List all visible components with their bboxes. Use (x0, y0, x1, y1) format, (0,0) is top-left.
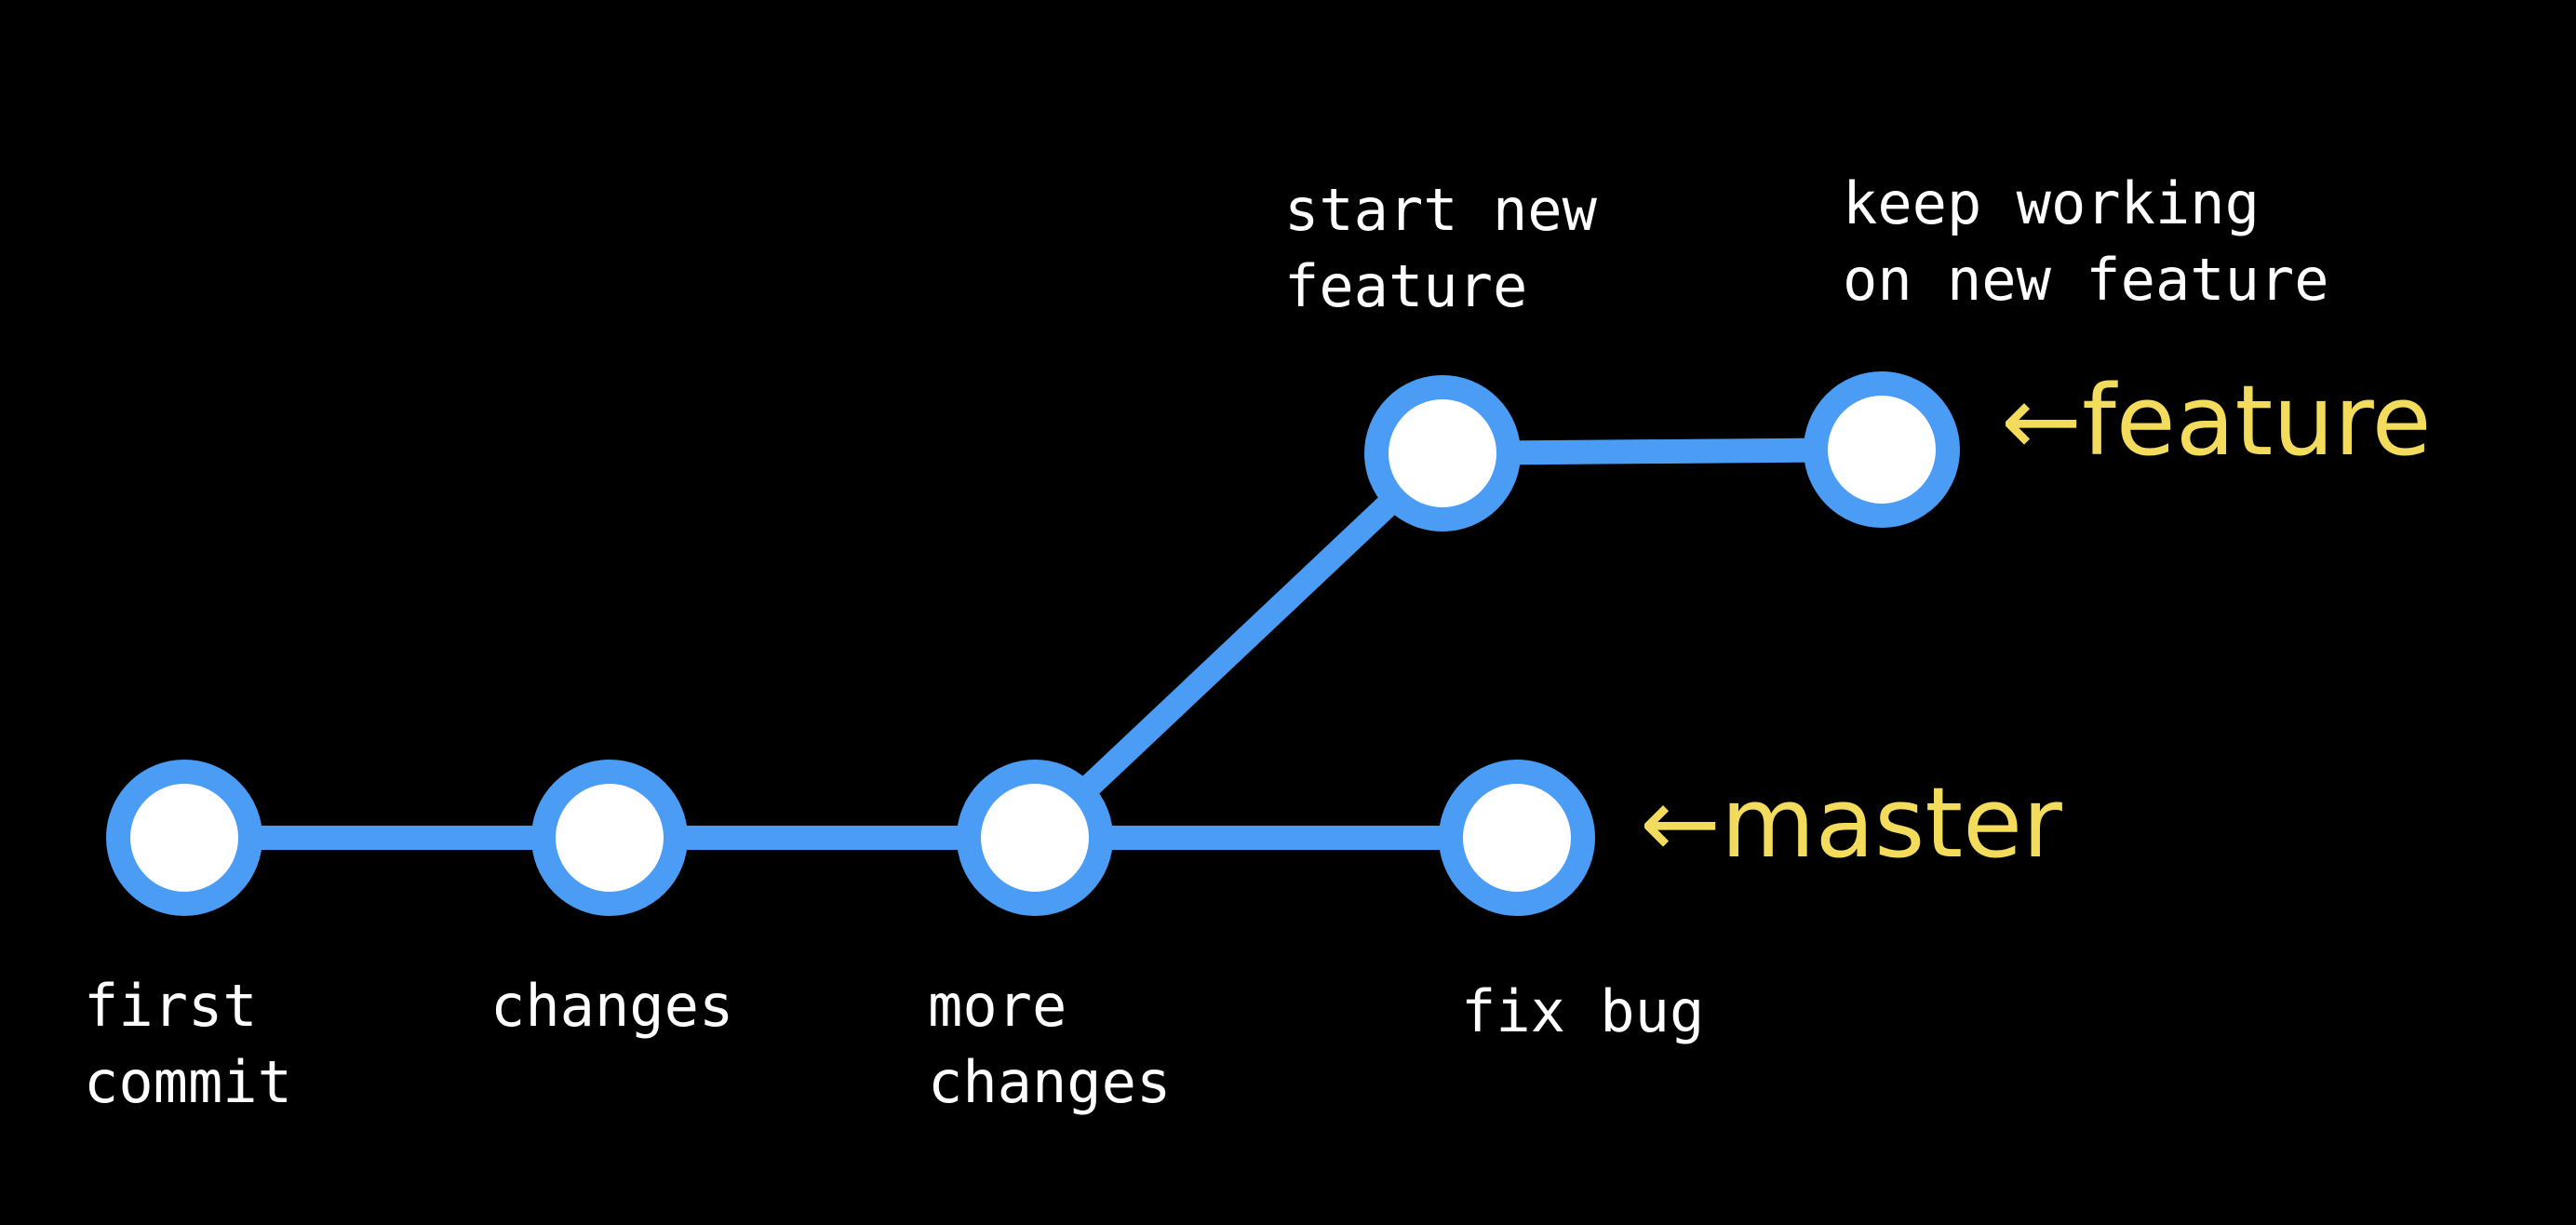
left-arrow-icon: ← (2001, 364, 2083, 478)
commit-label-keep-working-on-new-feature: keep working on new feature (1843, 169, 2329, 314)
commit-node-changes[interactable] (531, 760, 688, 916)
commit-node-start-new-feature[interactable] (1364, 375, 1521, 532)
branch-name-feature: feature (2082, 364, 2432, 478)
node-group (106, 371, 1960, 916)
commit-node-first-commit[interactable] (106, 760, 262, 916)
commit-label-changes: changes (490, 972, 734, 1040)
commit-label-fix-bug: fix bug (1461, 977, 1705, 1045)
edge-c3-f1-branch (1026, 444, 1451, 847)
commit-label-first-commit: first commit (84, 972, 292, 1116)
commit-node-fix-bug[interactable] (1439, 760, 1595, 916)
commit-node-more-changes[interactable] (957, 760, 1113, 916)
branch-pointer-master[interactable]: ←master (1640, 774, 2062, 871)
commit-label-more-changes: more changes (928, 972, 1172, 1116)
branch-pointer-feature[interactable]: ←feature (2001, 372, 2432, 469)
commit-label-start-new-feature: start new feature (1284, 176, 1597, 320)
left-arrow-icon: ← (1640, 766, 1722, 880)
commit-node-keep-working[interactable] (1804, 371, 1960, 528)
branch-name-master: master (1721, 766, 2062, 880)
